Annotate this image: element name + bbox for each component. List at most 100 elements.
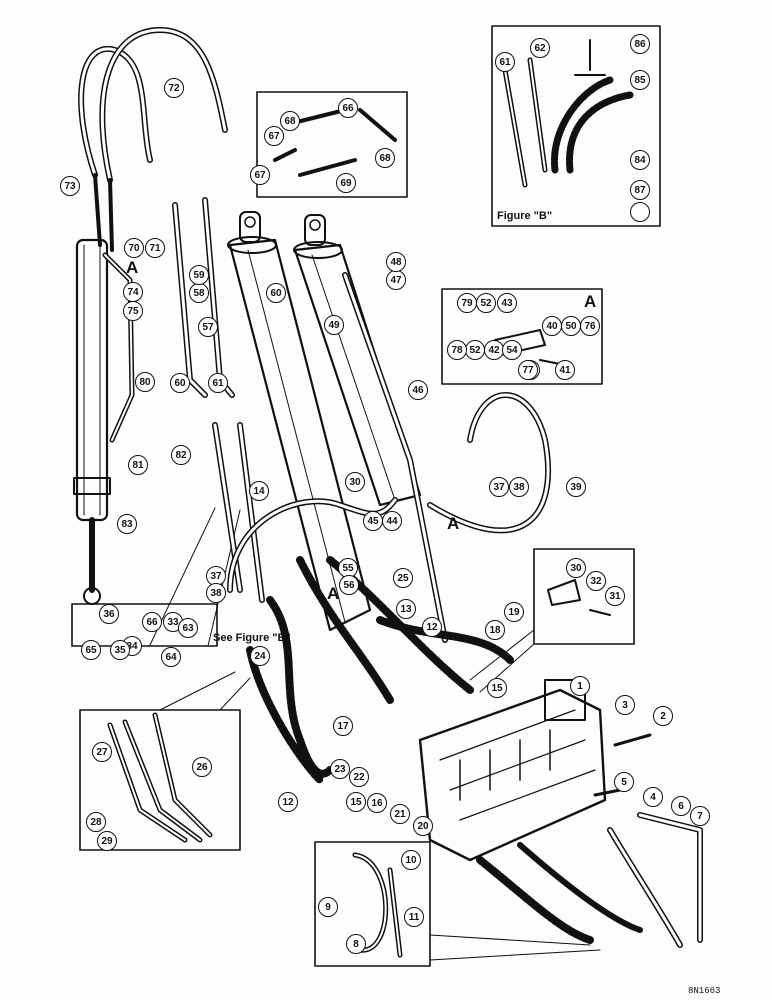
callout-balloon: 8	[346, 934, 366, 954]
callout-balloon: 12	[422, 617, 442, 637]
callout-balloon: 52	[465, 340, 485, 360]
callout-balloon: 11	[404, 907, 424, 927]
callout-balloon: 6	[671, 796, 691, 816]
callout-balloon: 65	[81, 640, 101, 660]
callout-balloon: 60	[170, 373, 190, 393]
callout-balloon: 73	[60, 176, 80, 196]
callout-balloon: 19	[504, 602, 524, 622]
callout-balloon: 16	[367, 793, 387, 813]
callout-balloon: 70	[124, 238, 144, 258]
callout-balloon: 10	[401, 850, 421, 870]
detail-letter-a: A	[447, 514, 460, 533]
callout-balloon: 78	[447, 340, 467, 360]
callout-balloon: 68	[280, 111, 300, 131]
callout-balloon: 40	[542, 316, 562, 336]
callout-balloon: 77	[518, 360, 538, 380]
callout-balloon: 61	[208, 373, 228, 393]
callout-balloon: 63	[178, 618, 198, 638]
callout-balloon: 25	[393, 568, 413, 588]
inset-figure-b	[491, 25, 661, 227]
callout-balloon: 44	[382, 511, 402, 531]
callout-balloon: 61	[495, 52, 515, 72]
callout-balloon: 1	[570, 676, 590, 696]
callout-balloon: 3	[615, 695, 635, 715]
callout-balloon: 52	[476, 293, 496, 313]
callout-balloon: 47	[386, 270, 406, 290]
callout-balloon: 28	[86, 812, 106, 832]
callout-balloon: 48	[386, 252, 406, 272]
callout-balloon: 29	[97, 831, 117, 851]
callout-balloon: 79	[457, 293, 477, 313]
callout-balloon: 30	[566, 558, 586, 578]
inset-top-fittings	[256, 91, 408, 198]
callout-balloon: 21	[390, 804, 410, 824]
callout-balloon: 36	[99, 604, 119, 624]
callout-balloon: 14	[249, 481, 269, 501]
callout-balloon: 30	[345, 472, 365, 492]
inset-plug	[533, 548, 635, 645]
callout-balloon: 15	[487, 678, 507, 698]
callout-balloon: 43	[497, 293, 517, 313]
inset-bracket	[71, 603, 218, 647]
callout-balloon: 58	[189, 283, 209, 303]
callout-balloon: 32	[586, 571, 606, 591]
callout-balloon: 49	[324, 315, 344, 335]
callout-balloon: 83	[117, 514, 137, 534]
see-figure-b-label: See Figure "B"	[213, 632, 291, 644]
callout-balloon: 2	[653, 706, 673, 726]
callout-balloon: 22	[349, 767, 369, 787]
callout-balloon: 13	[396, 599, 416, 619]
callout-balloon: 67	[264, 126, 284, 146]
detail-letter-a: A	[584, 292, 597, 311]
callout-balloon: 59	[189, 265, 209, 285]
detail-letter-a: A	[327, 584, 340, 603]
callout-balloon: 45	[363, 511, 383, 531]
callout-balloon: 57	[198, 317, 218, 337]
callout-balloon: 42	[484, 340, 504, 360]
callout-balloon: 74	[123, 282, 143, 302]
callout-balloon: 68	[375, 148, 395, 168]
callout-balloon: 72	[164, 78, 184, 98]
callout-balloon: 5	[614, 772, 634, 792]
inset-detail-a	[441, 288, 603, 385]
callout-balloon: 66	[338, 98, 358, 118]
detail-letter-a: A	[126, 258, 139, 277]
callout-balloon: 26	[192, 757, 212, 777]
callout-balloon: 69	[336, 173, 356, 193]
callout-balloon: 38	[206, 583, 226, 603]
callout-balloon: 38	[509, 477, 529, 497]
callout-balloon: 87	[630, 180, 650, 200]
callout-balloon: 82	[171, 445, 191, 465]
callout-balloon: 35	[110, 640, 130, 660]
drawing-number: 8N1663	[688, 986, 721, 996]
figure-b-title: Figure "B"	[497, 210, 553, 222]
callout-balloon: 9	[318, 897, 338, 917]
callout-balloon: 71	[145, 238, 165, 258]
callout-balloon: 85	[630, 70, 650, 90]
callout-balloon: 64	[161, 647, 181, 667]
callout-balloon: 7	[690, 806, 710, 826]
callout-balloon: 80	[135, 372, 155, 392]
callout-balloon: 4	[643, 787, 663, 807]
callout-balloon: 86	[630, 34, 650, 54]
callout-balloon: 24	[250, 646, 270, 666]
callout-balloon: 41	[555, 360, 575, 380]
callout-balloon: 17	[333, 716, 353, 736]
callout-balloon: 46	[408, 380, 428, 400]
callout-balloon: 81	[128, 455, 148, 475]
callout-balloon: 60	[266, 283, 286, 303]
callout-balloon: 54	[502, 340, 522, 360]
callout-balloon: 31	[605, 586, 625, 606]
callout-balloon: 67	[250, 165, 270, 185]
inset-u-tube	[314, 841, 431, 967]
callout-balloon: 84	[630, 150, 650, 170]
callout-balloon: 66	[142, 612, 162, 632]
callout-balloon: 12	[278, 792, 298, 812]
callout-balloon	[630, 202, 650, 222]
callout-balloon: 27	[92, 742, 112, 762]
callout-balloon: 50	[561, 316, 581, 336]
callout-balloon: 37	[489, 477, 509, 497]
callout-balloon: 23	[330, 759, 350, 779]
callout-balloon: 39	[566, 477, 586, 497]
